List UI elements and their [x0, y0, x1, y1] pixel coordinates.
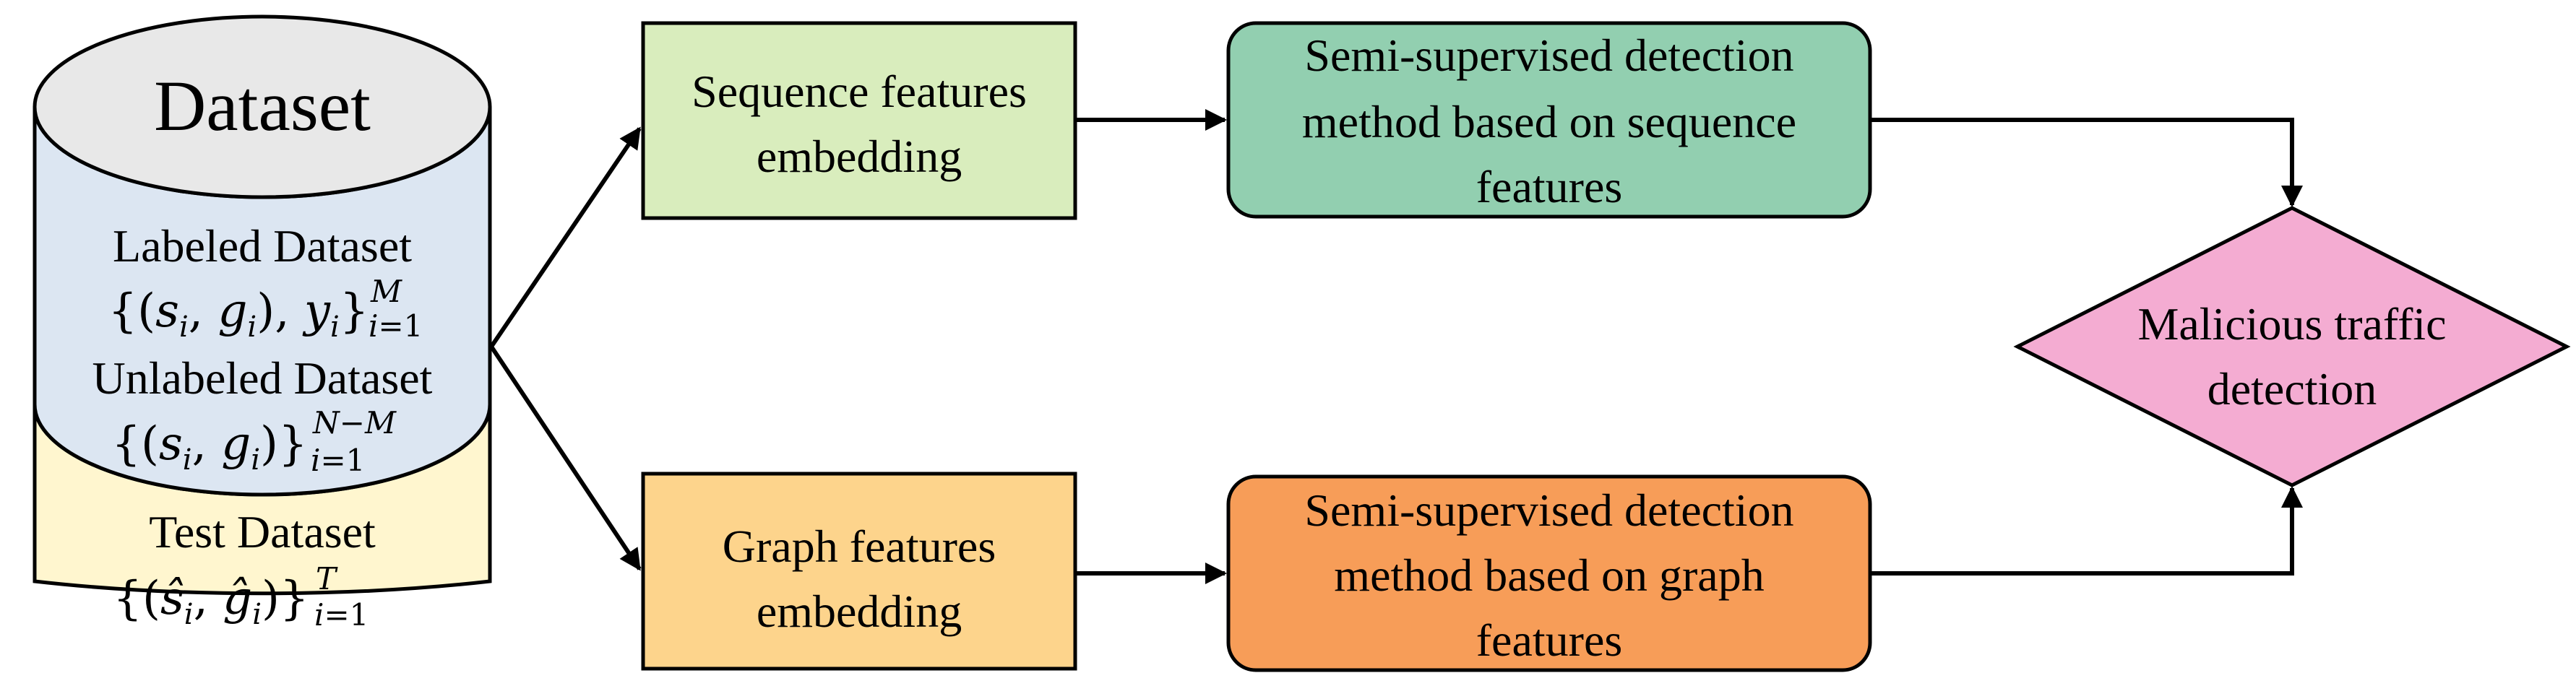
graph-detection-line-2: method based on graph	[1334, 550, 1764, 601]
graph-embedding-line-2: embedding	[757, 586, 962, 637]
unlabeled-dataset-label: Unlabeled Dataset	[92, 352, 433, 404]
sequence-detection-line-2: method based on sequence	[1302, 96, 1796, 147]
labeled-dataset-formula: {(si, gi), yi}	[108, 285, 369, 344]
connectors	[489, 109, 2303, 584]
graph-detection-line-1: Semi-supervised detection	[1304, 485, 1793, 536]
cylinder-top	[33, 14, 492, 199]
sequence-embedding-node: Sequence features embedding	[641, 21, 1077, 220]
test-dataset-formula-sub: i=1	[314, 597, 369, 633]
labeled-dataset-label: Labeled Dataset	[113, 220, 412, 272]
sequence-detection-line-3: features	[1476, 161, 1623, 212]
unlabeled-dataset-formula-sup: N−M	[312, 405, 397, 440]
malicious-detection-line-1: Malicious traffic	[2137, 298, 2446, 349]
labeled-dataset-formula-sub: i=1	[369, 308, 423, 344]
sequence-detection-line-1: Semi-supervised detection	[1304, 30, 1793, 81]
unlabeled-dataset-formula: {(si, gi)}	[111, 417, 307, 477]
arrow-sequence-detect-to-malicious	[1871, 118, 2303, 207]
arrow-dataset-to-graph	[489, 345, 642, 571]
sequence-embedding-line-2: embedding	[757, 131, 962, 182]
test-dataset-formula: {(ŝi, ĝi)}	[113, 572, 309, 631]
sequence-embedding-line-1: Sequence features	[692, 66, 1027, 117]
graph-detection-line-3: features	[1476, 615, 1623, 666]
graph-detection-node: Semi-supervised detection method based o…	[1226, 474, 1872, 672]
arrow-dataset-to-sequence	[489, 126, 642, 348]
test-dataset-label: Test Dataset	[149, 506, 376, 557]
malicious-detection-line-2: detection	[2207, 363, 2377, 414]
test-dataset-formula-sup: T	[316, 561, 338, 596]
graph-embedding-line-1: Graph features	[723, 521, 996, 572]
arrow-graph-detect-to-malicious	[1871, 486, 2303, 576]
unlabeled-dataset-formula-sub: i=1	[311, 443, 365, 478]
labeled-dataset-formula-sup: M	[370, 274, 402, 309]
sequence-detection-node: Semi-supervised detection method based o…	[1226, 21, 1872, 219]
malicious-detection-node: Malicious traffic detection	[2013, 206, 2571, 487]
graph-embedding-node: Graph features embedding	[641, 472, 1077, 671]
dataset-cylinder: Dataset Labeled Dataset {(si, gi), yi} M…	[33, 14, 492, 633]
dataset-title: Dataset	[154, 66, 371, 146]
